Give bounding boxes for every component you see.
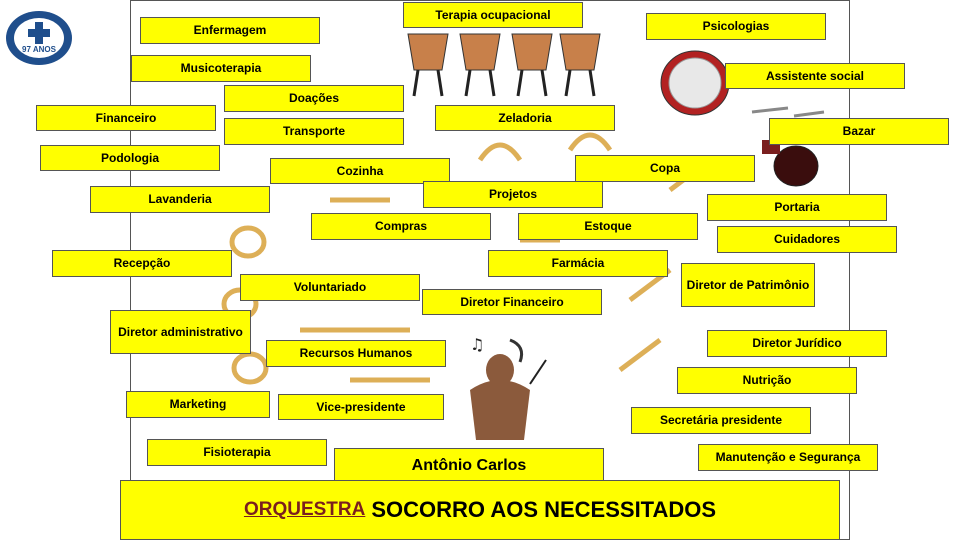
label-copa: Copa: [575, 155, 755, 182]
label-podologia: Podologia: [40, 145, 220, 171]
label-fisioterapia: Fisioterapia: [147, 439, 327, 466]
label-vice-presidente: Vice-presidente: [278, 394, 444, 420]
timpani-illustration: [407, 33, 601, 97]
label-assistente-social: Assistente social: [725, 63, 905, 89]
label-secretaria-presidente: Secretária presidente: [631, 407, 811, 434]
label-estoque: Estoque: [518, 213, 698, 240]
label-voluntariado: Voluntariado: [240, 274, 420, 301]
organization-logo: 97 ANOS: [4, 8, 74, 68]
label-recepcao: Recepção: [52, 250, 232, 277]
label-projetos: Projetos: [423, 181, 603, 208]
label-terapia-ocupacional: Terapia ocupacional: [403, 2, 583, 28]
label-financeiro: Financeiro: [36, 105, 216, 131]
drum-kit-illustration: [751, 106, 825, 187]
bass-drum-illustration: [660, 50, 730, 116]
label-lavanderia: Lavanderia: [90, 186, 270, 213]
footer-banner: ORQUESTRA SOCORRO AOS NECESSITADOS: [120, 480, 840, 540]
footer-organization-name: SOCORRO AOS NECESSITADOS: [371, 497, 717, 522]
label-diretor-financeiro: Diretor Financeiro: [422, 289, 602, 315]
label-cuidadores: Cuidadores: [717, 226, 897, 253]
label-portaria: Portaria: [707, 194, 887, 221]
label-farmacia: Farmácia: [488, 250, 668, 277]
label-cozinha: Cozinha: [270, 158, 450, 184]
label-bazar: Bazar: [769, 118, 949, 145]
label-musicoterapia: Musicoterapia: [131, 55, 311, 82]
label-zeladoria: Zeladoria: [435, 105, 615, 131]
label-compras: Compras: [311, 213, 491, 240]
svg-text:♫: ♫: [470, 335, 484, 354]
label-doacoes: Doações: [224, 85, 404, 112]
label-manutencao-seguranca: Manutenção e Segurança: [698, 444, 878, 471]
footer-orquestra: ORQUESTRA: [243, 499, 366, 520]
logo-years: 97 ANOS: [22, 45, 56, 54]
label-diretor-patrimonio: Diretor de Patrimônio: [681, 263, 815, 307]
label-transporte: Transporte: [224, 118, 404, 145]
label-diretor-juridico: Diretor Jurídico: [707, 330, 887, 357]
label-leader: Antônio Carlos: [334, 448, 604, 484]
label-enfermagem: Enfermagem: [140, 17, 320, 44]
conductor-illustration: ♫: [470, 335, 547, 440]
label-nutricao: Nutrição: [677, 367, 857, 394]
label-psicologias: Psicologias: [646, 13, 826, 40]
label-diretor-administrativo: Diretor administrativo: [110, 310, 251, 354]
label-recursos-humanos: Recursos Humanos: [266, 340, 446, 367]
label-marketing: Marketing: [126, 391, 270, 418]
